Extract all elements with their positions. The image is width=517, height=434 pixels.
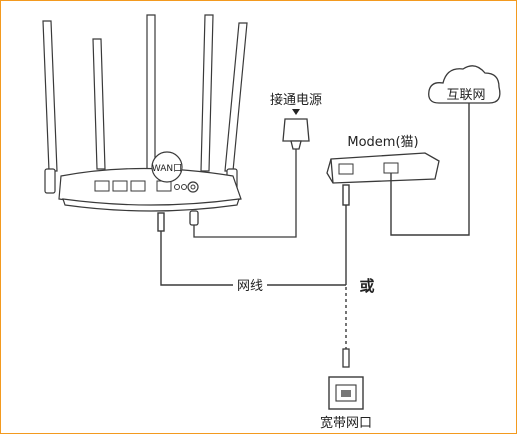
- antenna-2: [92, 38, 106, 170]
- modem-label: Modem(猫): [347, 135, 418, 150]
- wan-callout: WAN口: [151, 151, 183, 183]
- modem-port-1: [338, 163, 354, 175]
- router-body: [58, 167, 242, 207]
- router-wan-cable: [157, 212, 346, 286]
- cloud-icon: [428, 65, 501, 104]
- modem-port-2: [383, 162, 399, 174]
- modem-router-cable: [342, 184, 350, 285]
- antenna-5: [224, 22, 248, 172]
- modem-body: [326, 152, 440, 184]
- power-label: 接通电源: [270, 92, 322, 108]
- antenna-1: [42, 20, 58, 172]
- internet-label: 互联网: [446, 88, 485, 103]
- cable-label: 网线: [237, 279, 263, 294]
- down-arrow-icon: [292, 109, 300, 115]
- wan-label: WAN口: [152, 164, 182, 174]
- wall-port: [328, 376, 364, 410]
- antenna-3: [146, 14, 156, 170]
- lan-port-1: [94, 180, 110, 192]
- or-label: 或: [359, 277, 374, 295]
- power-adapter: [189, 118, 310, 238]
- lan-port-2: [112, 180, 128, 192]
- wall-plug: [342, 348, 350, 368]
- router: [42, 14, 248, 212]
- wan-port: [156, 180, 172, 192]
- antenna-4: [200, 14, 214, 172]
- wall-port-label: 宽带网口: [320, 415, 372, 431]
- modem: [326, 152, 440, 184]
- modem-internet-cable: [390, 103, 470, 236]
- lan-port-3: [130, 180, 146, 192]
